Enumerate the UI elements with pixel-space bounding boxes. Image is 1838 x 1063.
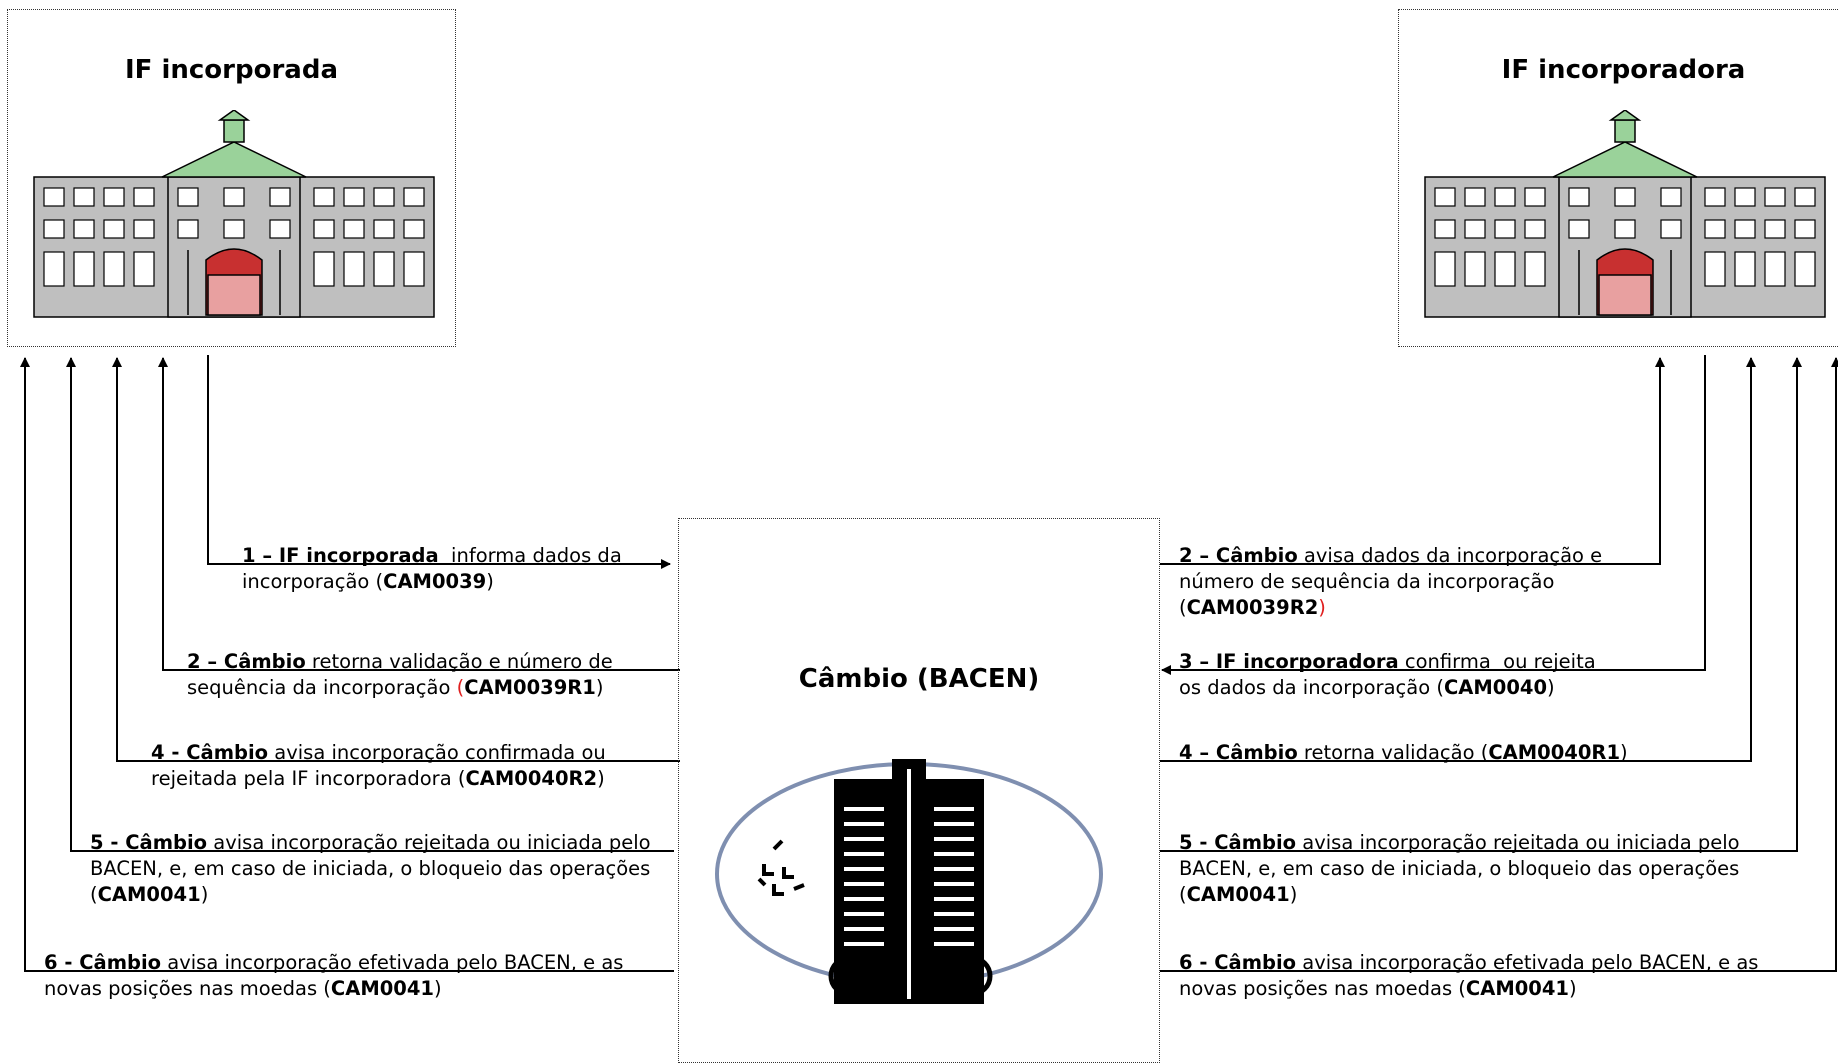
message-left-1: 1 – IF incorporada informa dados da inco…	[242, 543, 622, 595]
message-text: retorna validação (	[1297, 741, 1489, 764]
arrow-right-2	[1160, 357, 1665, 565]
message-code: CAM0041	[97, 883, 201, 906]
message-text: sequência da incorporação	[187, 676, 457, 699]
message-text: incorporação (	[242, 570, 384, 593]
bank-building-icon	[1424, 110, 1826, 318]
message-code: CAM0041	[330, 977, 435, 1000]
message-text: avisa incorporação rejeitada ou iniciada…	[207, 831, 651, 854]
message-right-6: 6 - Câmbio avisa incorporação efetivada …	[1179, 950, 1758, 1002]
message-lead: 6 - Câmbio	[1179, 951, 1297, 974]
message-text: BACEN, e, em caso de iniciada, o bloquei…	[1179, 857, 1740, 880]
message-lead: 6 - Câmbio	[44, 951, 162, 974]
arrow-left-5	[66, 357, 674, 852]
message-text: avisa incorporação rejeitada ou iniciada…	[1296, 831, 1740, 854]
message-text: avisa incorporação confirmada ou	[268, 741, 606, 764]
message-text: )	[595, 676, 604, 699]
message-left-6: 6 - Câmbio avisa incorporação efetivada …	[44, 950, 623, 1002]
arrow-right-4	[1160, 357, 1756, 762]
message-text: )	[1547, 676, 1555, 699]
if-incorporada-box: IF incorporada	[7, 9, 456, 347]
message-lead: 4 – Câmbio	[1179, 741, 1298, 764]
message-lead: 4 - Câmbio	[151, 741, 269, 764]
message-text: número de sequência da incorporação	[1179, 570, 1555, 593]
message-code: CAM0041	[1465, 977, 1570, 1000]
message-text: retorna validação e número de	[305, 650, 613, 673]
message-text: (	[1179, 883, 1187, 906]
bacen-logo-icon	[715, 759, 1103, 1004]
message-code: CAM0039R2	[1186, 596, 1319, 619]
message-text-red: )	[1318, 596, 1326, 619]
if-incorporada-title: IF incorporada	[124, 55, 338, 85]
message-code: CAM0040R1	[1488, 741, 1621, 764]
message-lead: 5 - Câmbio	[1179, 831, 1297, 854]
arrow-left-4	[112, 357, 680, 762]
arrow-left-6	[20, 357, 674, 972]
arrow-right-6	[1160, 357, 1838, 972]
message-text: )	[486, 570, 494, 593]
message-code: CAM0040	[1443, 676, 1548, 699]
if-incorporadora-title: IF incorporadora	[1501, 55, 1746, 85]
message-right-5: 5 - Câmbio avisa incorporação rejeitada …	[1179, 830, 1740, 908]
arrow-right-5	[1160, 357, 1802, 852]
cambio-bacen-box: Câmbio (BACEN)	[678, 518, 1160, 1063]
arrow-left-2	[158, 357, 680, 671]
message-code: CAM0041	[1186, 883, 1290, 906]
message-lead: 5 - Câmbio	[90, 831, 208, 854]
message-right-4: 4 – Câmbio retorna validação (CAM0040R1)	[1179, 740, 1628, 766]
message-text: BACEN, e, em caso de iniciada, o bloquei…	[90, 857, 651, 880]
message-text-red: (	[456, 676, 465, 699]
message-left-4: 4 - Câmbio avisa incorporação confirmada…	[151, 740, 606, 792]
message-lead: 2 – Câmbio	[1179, 544, 1298, 567]
message-text: novas posições nas moedas (	[44, 977, 331, 1000]
message-text: informa dados da	[438, 544, 622, 567]
if-incorporadora-box: IF incorporadora	[1398, 9, 1838, 347]
message-text: avisa incorporação efetivada pelo BACEN,…	[1296, 951, 1759, 974]
message-text: )	[597, 767, 605, 790]
bank-building-icon	[33, 110, 435, 318]
message-text: avisa dados da incorporação e	[1297, 544, 1603, 567]
arrow-right-3	[1161, 355, 1706, 675]
message-text: (	[1179, 596, 1187, 619]
message-text: novas posições nas moedas (	[1179, 977, 1466, 1000]
message-code: CAM0040R2	[465, 767, 598, 790]
message-code: CAM0039	[383, 570, 487, 593]
message-text: )	[1289, 883, 1298, 906]
message-lead: 2 – Câmbio	[187, 650, 306, 673]
cambio-bacen-title: Câmbio (BACEN)	[798, 664, 1040, 694]
message-code: CAM0039R1	[464, 676, 596, 699]
message-lead: 1 – IF incorporada	[242, 544, 439, 567]
message-text: confirma ou rejeita	[1398, 650, 1596, 673]
message-text: )	[1620, 741, 1628, 764]
message-left-5: 5 - Câmbio avisa incorporação rejeitada …	[90, 830, 651, 908]
message-text: (	[90, 883, 98, 906]
message-text: )	[434, 977, 442, 1000]
message-text: avisa incorporação efetivada pelo BACEN,…	[161, 951, 624, 974]
message-text: )	[200, 883, 209, 906]
message-lead: 3 – IF incorporadora	[1179, 650, 1399, 673]
arrow-left-1	[207, 355, 671, 569]
message-text: rejeitada pela IF incorporadora (	[151, 767, 466, 790]
message-text: )	[1569, 977, 1577, 1000]
message-text: os dados da incorporação (	[1179, 676, 1444, 699]
message-left-2: 2 – Câmbio retorna validação e número de…	[187, 649, 613, 701]
message-right-3: 3 – IF incorporadora confirma ou rejeita…	[1179, 649, 1596, 701]
message-right-2: 2 – Câmbio avisa dados da incorporação e…	[1179, 543, 1602, 621]
